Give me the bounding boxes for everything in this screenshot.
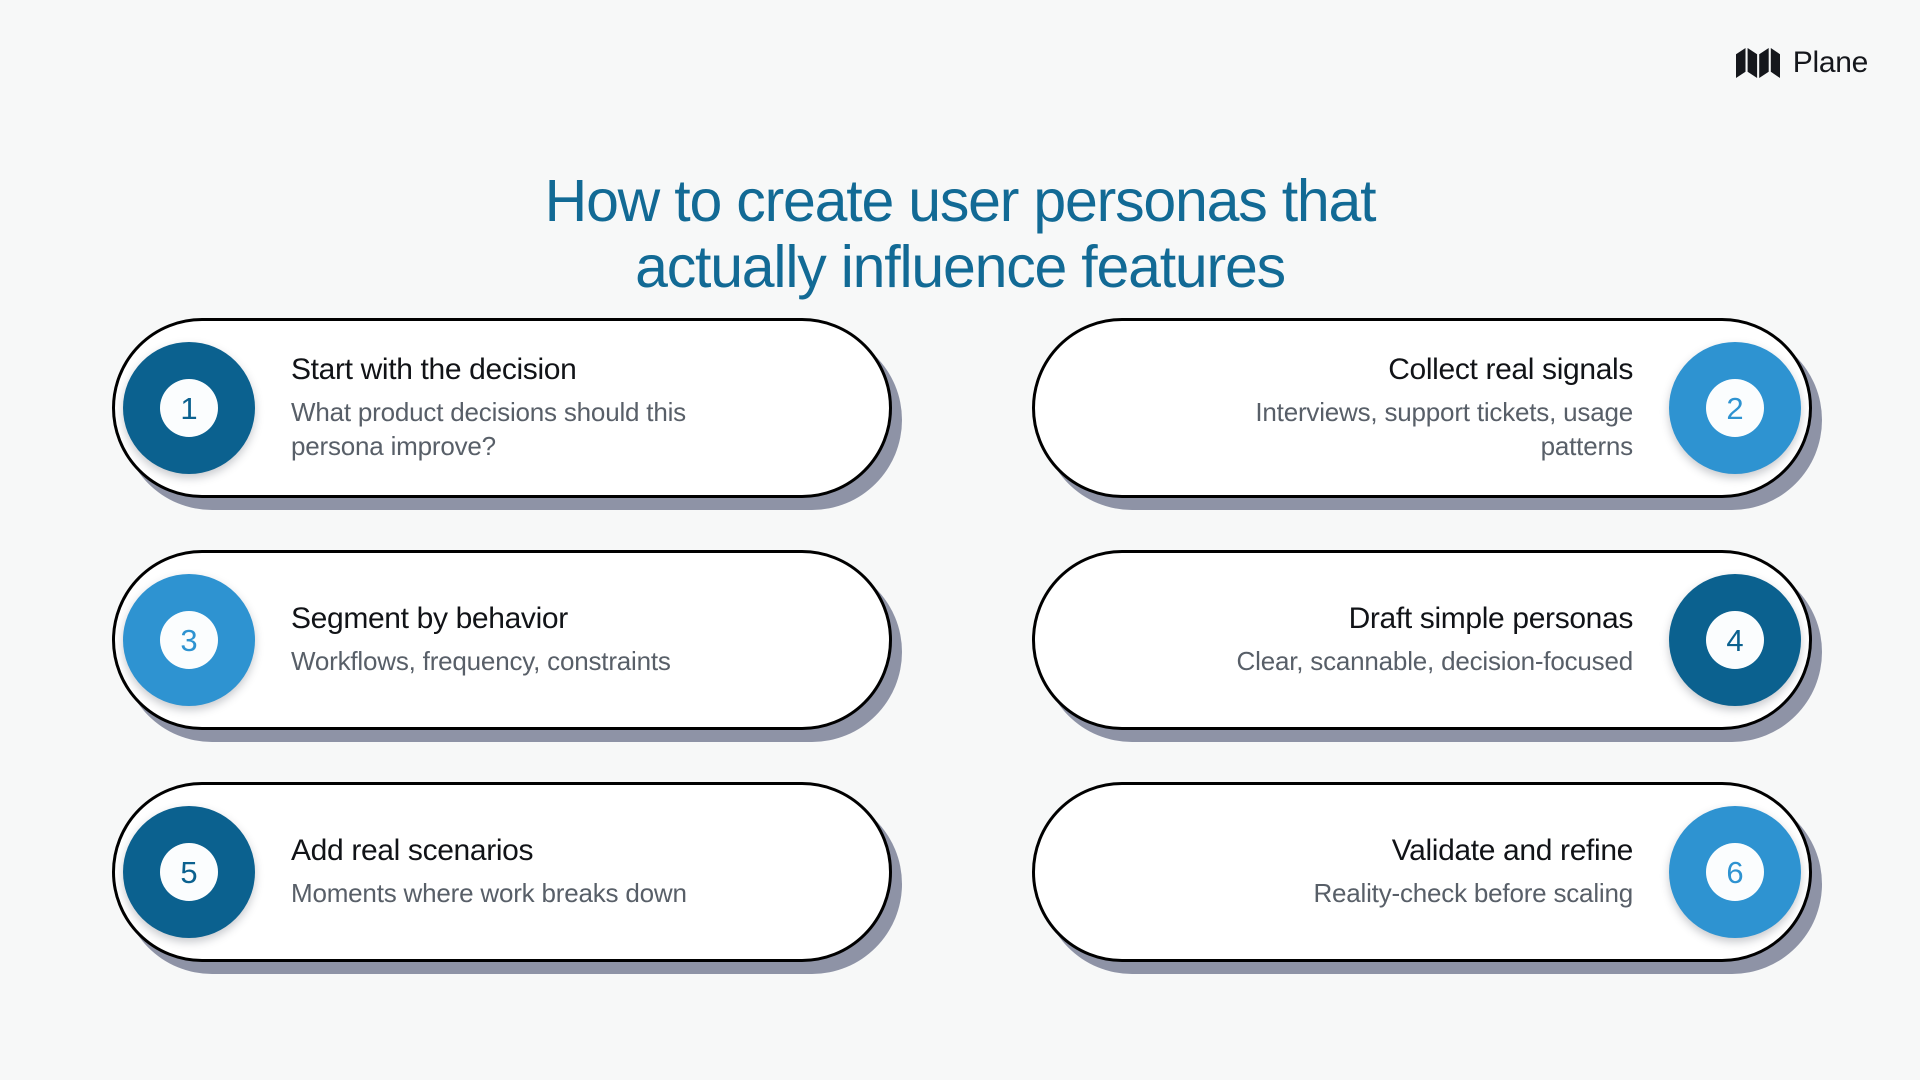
page-title-line-1: How to create user personas that [544,167,1377,234]
page-title-line-2: actually influence features [635,233,1286,300]
card-content: Add real scenarios Moments where work br… [115,833,889,910]
step-number-6: 6 [1706,843,1764,901]
step-number-3: 3 [160,611,218,669]
card-body: 4 Draft simple personas Clear, scannable… [1032,550,1812,730]
step-title-1: Start with the decision [291,353,577,387]
card-body: 2 Collect real signals Interviews, suppo… [1032,318,1812,498]
step-card-1[interactable]: 1 Start with the decision What product d… [112,318,902,510]
page-title: How to create user personas that actuall… [0,168,1920,300]
step-number-1: 1 [160,379,218,437]
step-number-badge-5: 5 [123,806,255,938]
card-content: Collect real signals Interviews, support… [1035,352,1809,463]
step-card-5[interactable]: 5 Add real scenarios Moments where work … [112,782,902,974]
step-description-4: Clear, scannable, decision-focused [1236,645,1634,676]
step-number-badge-2: 2 [1669,342,1801,474]
step-number-4: 4 [1706,611,1764,669]
step-card-4[interactable]: 4 Draft simple personas Clear, scannable… [1032,550,1822,742]
steps-grid: 1 Start with the decision What product d… [112,318,1822,974]
card-content: Start with the decision What product dec… [115,352,889,463]
plane-logo-mark [1735,48,1780,78]
step-description-3: Workflows, frequency, constraints [291,645,671,676]
brand-name: Plane [1792,46,1869,79]
step-card-2[interactable]: 2 Collect real signals Interviews, suppo… [1032,318,1822,510]
step-number-badge-6: 6 [1669,806,1801,938]
card-body: 6 Validate and refine Reality-check befo… [1032,782,1812,962]
card-content: Draft simple personas Clear, scannable, … [1035,601,1809,678]
step-title-4: Draft simple personas [1348,602,1634,636]
step-description-2: Interviews, support tickets, usage patte… [1255,397,1633,461]
card-body: 3 Segment by behavior Workflows, frequen… [112,550,892,730]
step-title-3: Segment by behavior [291,602,568,636]
step-title-2: Collect real signals [1388,353,1633,387]
step-title-5: Add real scenarios [291,834,534,868]
step-number-badge-3: 3 [123,574,255,706]
step-number-badge-1: 1 [123,342,255,474]
step-card-6[interactable]: 6 Validate and refine Reality-check befo… [1032,782,1822,974]
card-body: 1 Start with the decision What product d… [112,318,892,498]
step-number-2: 2 [1706,379,1764,437]
step-card-3[interactable]: 3 Segment by behavior Workflows, frequen… [112,550,902,742]
step-number-5: 5 [160,843,218,901]
step-description-5: Moments where work breaks down [291,877,687,908]
step-number-badge-4: 4 [1669,574,1801,706]
card-content: Validate and refine Reality-check before… [1035,833,1809,910]
brand-logo: Plane [1735,46,1869,79]
step-description-1: What product decisions should this perso… [291,397,686,461]
step-title-6: Validate and refine [1391,834,1634,868]
card-body: 5 Add real scenarios Moments where work … [112,782,892,962]
step-description-6: Reality-check before scaling [1313,877,1633,908]
card-content: Segment by behavior Workflows, frequency… [115,601,889,678]
